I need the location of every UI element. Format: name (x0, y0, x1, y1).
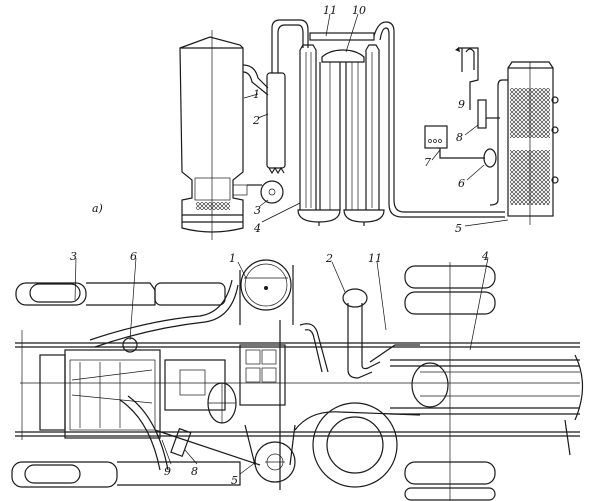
top-schematic: a) 1 2 3 4 5 6 7 8 9 10 11 (92, 4, 559, 240)
chassis-callout-8: 8 (191, 465, 198, 478)
cooler-tubes (297, 21, 505, 226)
callout-8: 8 (456, 131, 463, 144)
fan (247, 180, 284, 204)
cleaner-plan (299, 288, 381, 379)
chassis-callout-11: 11 (368, 252, 382, 265)
coarse-cleaner (266, 19, 309, 175)
chassis-plan: 3 6 1 2 11 4 9 8 5 (11, 250, 584, 501)
chassis-callout-6: 6 (130, 250, 137, 263)
callout-1: 1 (253, 88, 260, 101)
callout-11: 11 (323, 4, 337, 17)
cooler-tubes-plan (390, 354, 584, 456)
callout-9: 9 (458, 98, 465, 111)
chassis-callout-5: 5 (231, 474, 238, 487)
callout-3: 3 (254, 204, 261, 217)
callout-10: 10 (352, 4, 366, 17)
chassis-callout-3: 3 (70, 250, 77, 263)
chassis-callout-9: 9 (164, 465, 171, 478)
gasifier-plan (239, 259, 294, 325)
chassis-callout-1: 1 (229, 252, 236, 265)
filter-plan (244, 424, 296, 483)
callout-7: 7 (424, 156, 431, 169)
callout-4: 4 (253, 222, 261, 235)
panel-label-a: a) (92, 202, 103, 215)
gas-generator (179, 30, 269, 240)
callout-5: 5 (455, 222, 462, 235)
fine-filter (489, 61, 559, 225)
chassis-callout-4: 4 (481, 250, 489, 263)
callout-6: 6 (458, 177, 465, 190)
mixer-assembly (424, 47, 500, 168)
callout-2: 2 (252, 114, 260, 127)
chassis-callout-2: 2 (325, 252, 333, 265)
